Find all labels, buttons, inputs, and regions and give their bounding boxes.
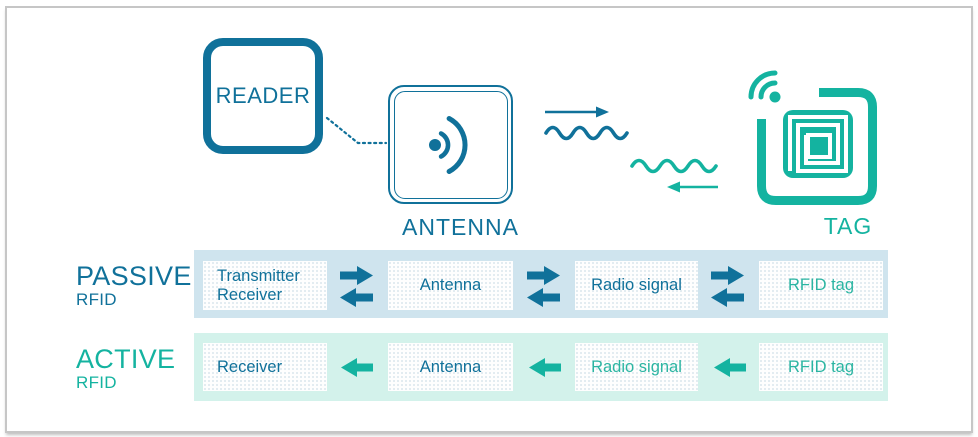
left-arrow-icon xyxy=(341,358,373,377)
active-rfid-row: Receiver Antenna Radio signal RFID tag xyxy=(194,333,888,401)
tag-label: TAG xyxy=(823,213,873,239)
active-box-receiver: Receiver xyxy=(203,343,327,391)
rfid-tag-icon xyxy=(748,70,877,205)
bidirectional-arrow-icon xyxy=(527,266,560,307)
passive-rfid-row: Transmitter Receiver Antenna Radio signa… xyxy=(194,250,888,318)
left-arrow-icon xyxy=(529,358,561,377)
canvas-frame xyxy=(5,6,973,433)
active-box-antenna: Antenna xyxy=(388,343,513,391)
passive-subtitle: RFID xyxy=(76,289,117,309)
passive-box-radio-signal: Radio signal xyxy=(575,261,698,310)
active-row-title: ACTIVE RFID xyxy=(76,344,196,392)
active-subtitle: RFID xyxy=(76,372,117,392)
passive-row-title: PASSIVE RFID xyxy=(76,261,196,309)
active-box-rfid-tag: RFID tag xyxy=(759,343,883,391)
active-title: ACTIVE xyxy=(76,344,176,374)
bidirectional-arrow-icon xyxy=(340,266,373,307)
antenna-signal-icon xyxy=(429,116,468,174)
left-arrow-icon xyxy=(714,358,746,377)
passive-box-line1: Transmitter xyxy=(217,266,300,285)
active-box-radio-signal: Radio signal xyxy=(575,343,698,391)
passive-box-rfid-tag: RFID tag xyxy=(759,261,883,310)
antenna-label: ANTENNA xyxy=(402,214,519,240)
passive-box-transmitter-receiver: Transmitter Receiver xyxy=(203,261,327,310)
passive-box-line2: Receiver xyxy=(217,285,283,304)
bidirectional-arrow-icon xyxy=(711,266,744,307)
antenna-box xyxy=(388,85,513,204)
reader-box: READER xyxy=(203,38,323,154)
antenna-box-inner-border xyxy=(393,90,508,199)
passive-box-antenna: Antenna xyxy=(388,261,513,310)
reader-label: READER xyxy=(215,83,311,108)
passive-title: PASSIVE xyxy=(76,261,192,291)
